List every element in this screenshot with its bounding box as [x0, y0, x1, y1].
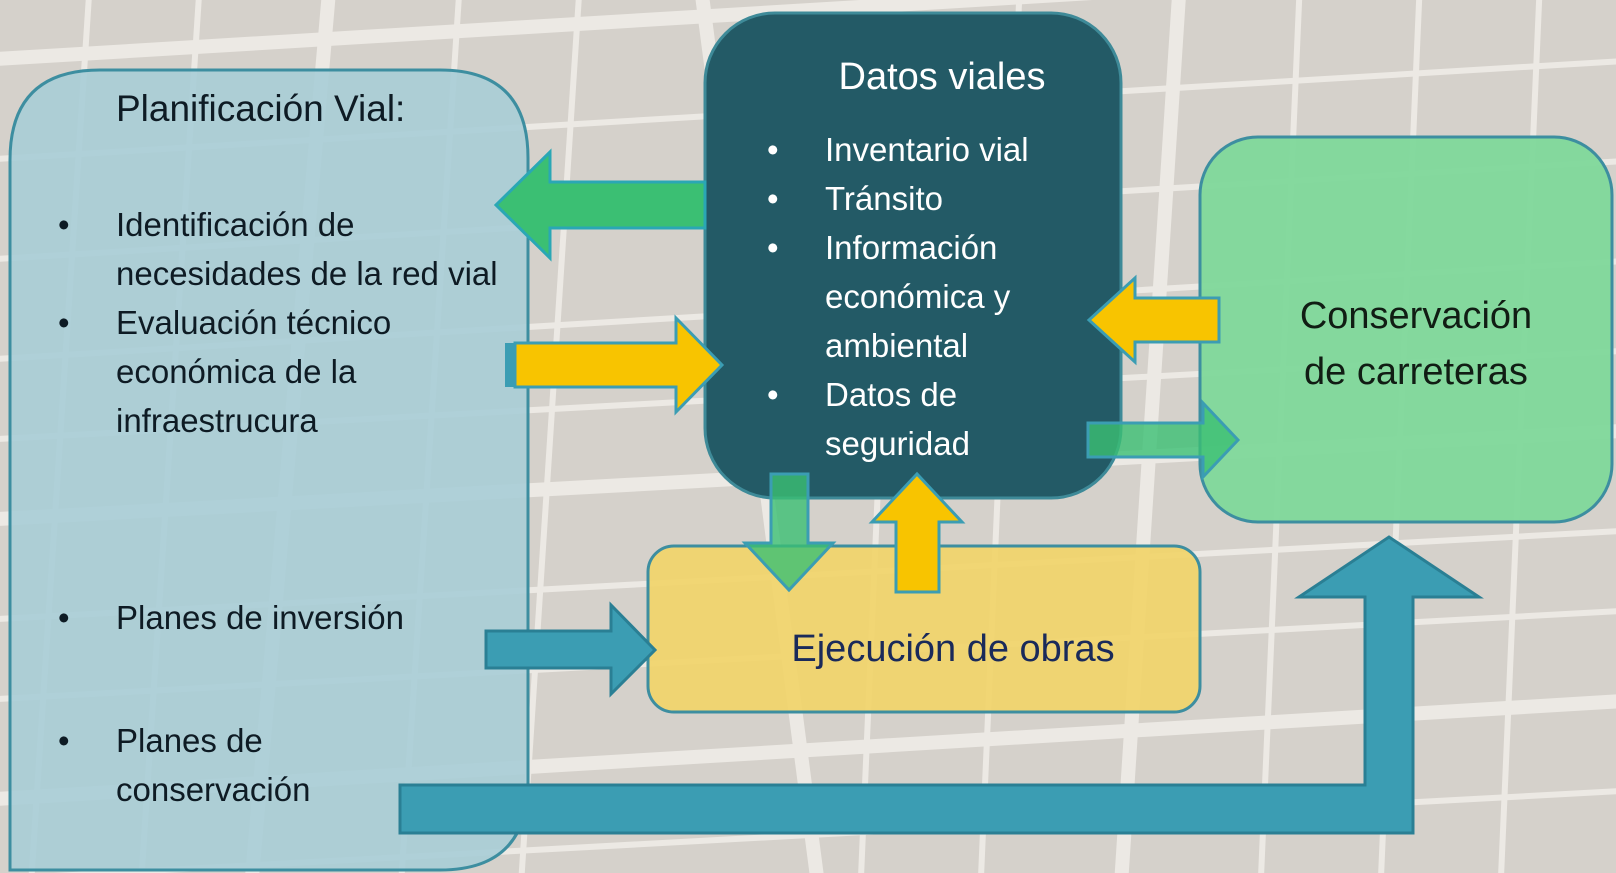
road-data-list: • Inventario vial • Tránsito • Informaci…	[767, 125, 1125, 468]
planning-item-evaluation: • Evaluación técnico económica de la inf…	[58, 298, 516, 445]
road-data-item-inventory-label: Inventario vial	[825, 131, 1029, 168]
road-data-title: Datos viales	[838, 56, 1046, 98]
works-title: Ejecución de obras	[791, 628, 1115, 670]
planning-item-evaluation-label: Evaluación técnico económica de la infra…	[116, 304, 392, 439]
conservation-title-line2: de carreteras	[1304, 351, 1528, 393]
arrow-planning-to-data	[513, 314, 725, 416]
bullet-icon: •	[767, 229, 779, 266]
road-data-item-traffic-label: Tránsito	[825, 180, 943, 217]
road-data-item-safety: • Datos de seguridad	[767, 370, 1025, 468]
planning-investment-list: • Planes de inversión	[58, 593, 516, 642]
conservation-title: Conservación de carreteras	[1236, 288, 1596, 400]
road-data-item-inventory: • Inventario vial	[767, 125, 1125, 174]
arrow-conservation-to-data	[1086, 274, 1221, 366]
bullet-icon: •	[767, 180, 779, 217]
planning-item-conservation-label: Planes de conservación	[116, 722, 311, 808]
bullet-icon: •	[58, 304, 70, 341]
arrow-data-to-planning	[493, 148, 707, 262]
arrow-planning-to-conservation	[398, 535, 1484, 835]
bullet-icon: •	[58, 722, 70, 759]
planning-box	[8, 68, 530, 872]
bullet-icon: •	[58, 206, 70, 243]
planning-item-investment-label: Planes de inversión	[116, 599, 405, 636]
bullet-icon: •	[767, 131, 779, 168]
road-data-item-economic-label: Información económica y ambiental	[825, 229, 1011, 364]
road-data-item-traffic: • Tránsito	[767, 174, 1125, 223]
arrow-planning-to-works	[484, 601, 658, 698]
planning-needs-list: • Identificación de necesidades de la re…	[58, 200, 516, 445]
planning-item-conservation: • Planes de conservación	[58, 716, 356, 814]
road-data-item-economic: • Información económica y ambiental	[767, 223, 1055, 370]
bullet-icon: •	[58, 599, 70, 636]
planning-conservation-list: • Planes de conservación	[58, 716, 356, 814]
road-data-item-safety-label: Datos de seguridad	[825, 376, 970, 462]
arrow-data-to-works	[741, 472, 837, 593]
bullet-icon: •	[767, 376, 779, 413]
conservation-title-line1: Conservación	[1299, 295, 1533, 337]
planning-title: Planificación Vial:	[116, 88, 406, 129]
planning-item-investment: • Planes de inversión	[58, 593, 516, 642]
arrow-works-to-data	[868, 471, 966, 594]
planning-item-needs-label: Identificación de necesidades de la red …	[116, 206, 498, 292]
arrow-data-to-conservation	[1086, 399, 1241, 481]
planning-item-needs: • Identificación de necesidades de la re…	[58, 200, 516, 298]
